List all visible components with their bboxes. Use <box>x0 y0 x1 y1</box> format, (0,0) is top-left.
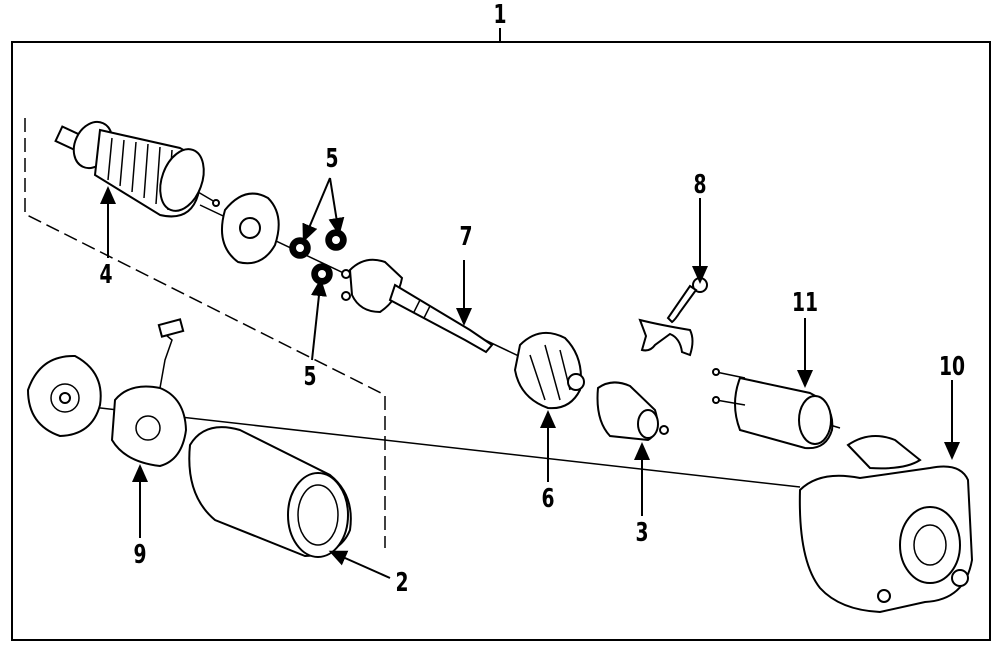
callout-8: 8 <box>693 170 707 200</box>
solenoid-part <box>712 368 841 450</box>
brush-holder-part <box>110 318 188 468</box>
planet-carrier-plate <box>221 192 280 265</box>
callout-10: 10 <box>938 352 966 382</box>
callout-5a-leader-left <box>302 177 331 243</box>
callout-5-lower: 5 <box>303 362 317 392</box>
callout-6: 6 <box>541 484 555 514</box>
drive-shaft-part <box>341 258 494 354</box>
drive-end-housing-part <box>798 435 974 614</box>
field-frame-part <box>188 426 352 558</box>
planet-gear-3 <box>311 263 333 285</box>
callout-9: 9 <box>133 540 147 570</box>
callout-11: 11 <box>791 288 819 318</box>
shift-lever-part <box>638 277 708 357</box>
callout-5a-leader-right <box>328 177 345 236</box>
callout-3: 3 <box>635 518 649 548</box>
gear-housing-part <box>513 331 585 410</box>
commutator-end-cap <box>26 354 102 438</box>
callout-5b-leader <box>310 278 327 361</box>
callout-2-leader <box>328 550 391 579</box>
planet-gear-1 <box>289 237 311 259</box>
callout-2: 2 <box>395 568 409 598</box>
armature-dashed-bracket <box>24 118 386 548</box>
armature-part <box>54 120 220 218</box>
callout-7: 7 <box>459 222 473 252</box>
drive-pinion-part <box>596 381 669 442</box>
callout-4: 4 <box>99 260 113 290</box>
callout-5-upper: 5 <box>325 144 339 174</box>
assembly-frame <box>11 41 991 641</box>
planet-gear-2 <box>325 229 347 251</box>
callout-1: 1 <box>493 0 507 30</box>
